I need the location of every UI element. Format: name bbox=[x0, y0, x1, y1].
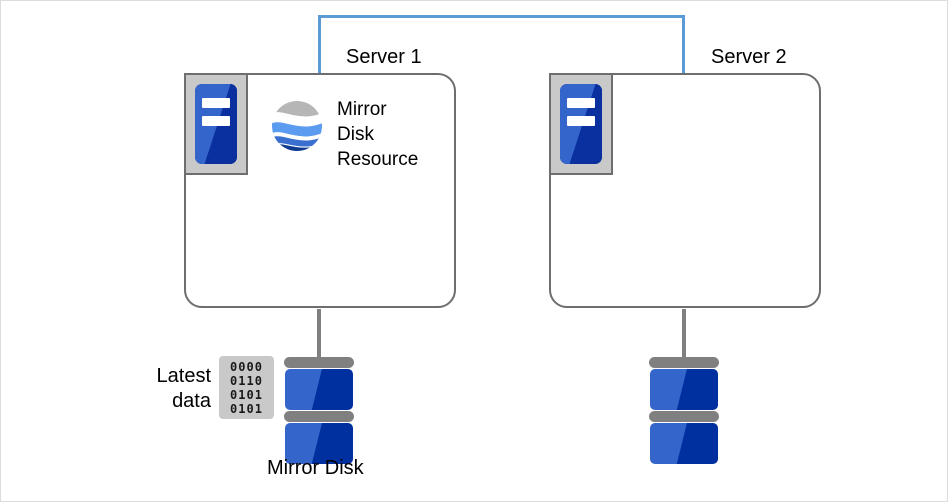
mirror-disk-caption: Mirror Disk bbox=[267, 457, 364, 479]
server-1-label: Server 1 bbox=[346, 46, 422, 68]
server-machine-icon-body bbox=[560, 84, 602, 164]
interconnect-vertical-line-server2 bbox=[682, 15, 685, 74]
disk-cable-server1 bbox=[317, 309, 321, 359]
server-machine-icon-bar-bottom bbox=[567, 116, 595, 126]
server-2-label: Server 2 bbox=[711, 46, 787, 68]
server-machine-icon-bar-top bbox=[202, 98, 230, 108]
disk-body-upper bbox=[285, 369, 353, 410]
server-machine-icon bbox=[549, 73, 613, 175]
disk-platter-middle bbox=[649, 411, 719, 422]
disk-cable-server2 bbox=[682, 309, 686, 359]
latest-data-binary-block: 0000 0110 0101 0101 bbox=[219, 356, 274, 419]
disk-platter-middle bbox=[284, 411, 354, 422]
mirror-disk-resource-globe-icon bbox=[272, 101, 322, 151]
binary-row: 0101 bbox=[230, 387, 263, 402]
disk-platter-top bbox=[649, 357, 719, 368]
mirror-disk-stack-server1 bbox=[284, 309, 354, 465]
interconnect-vertical-line-server1 bbox=[318, 15, 321, 74]
binary-row: 0110 bbox=[230, 373, 263, 388]
server-1-box: Mirror Disk Resource bbox=[184, 73, 456, 308]
binary-row: 0101 bbox=[230, 401, 263, 416]
server-2-box bbox=[549, 73, 821, 308]
latest-data-label: Latest data bbox=[156, 365, 211, 412]
mirror-disk-resource: Mirror Disk Resource bbox=[271, 97, 418, 172]
binary-row: 0000 bbox=[230, 359, 263, 374]
disk-body-lower bbox=[650, 423, 718, 464]
interconnect-horizontal-line bbox=[318, 15, 685, 18]
server-machine-icon-bar-bottom bbox=[202, 116, 230, 126]
server-machine-icon-body bbox=[195, 84, 237, 164]
disk-platter-top bbox=[284, 357, 354, 368]
mirror-disk-stack-server2 bbox=[649, 309, 719, 465]
server-machine-icon bbox=[184, 73, 248, 175]
mirror-disk-resource-label: Mirror Disk Resource bbox=[337, 99, 419, 170]
disk-body-upper bbox=[650, 369, 718, 410]
disk-body-lower bbox=[285, 423, 353, 464]
server-machine-icon-bar-top bbox=[567, 98, 595, 108]
